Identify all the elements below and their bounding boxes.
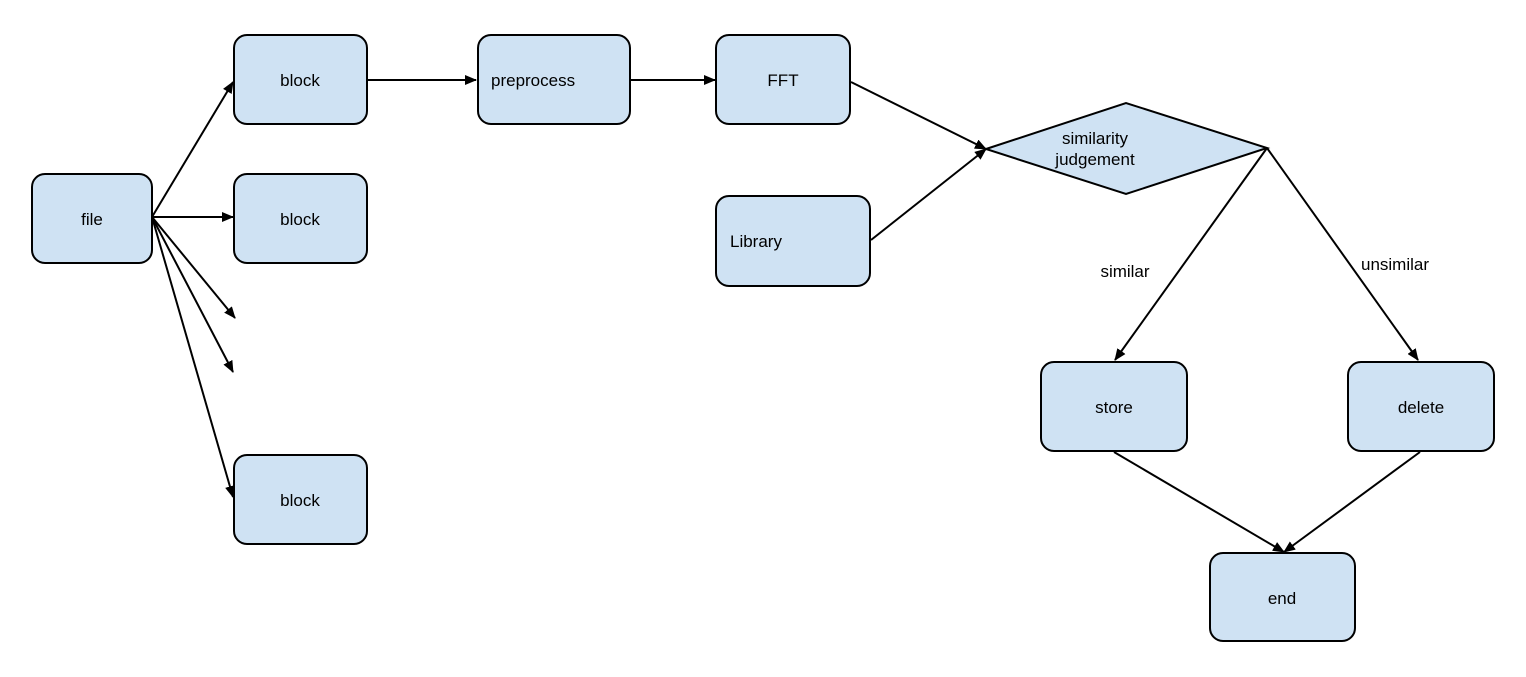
node-store-label: store	[1095, 398, 1133, 417]
edge-fft-to-similarity	[850, 81, 987, 150]
node-fft: FFT	[715, 34, 851, 125]
node-file-box	[31, 173, 153, 264]
edge-file-to-unlabeled-2	[151, 216, 234, 373]
node-fft-box	[715, 34, 851, 125]
node-preprocess: preprocess	[477, 34, 631, 125]
node-block-mid-label: block	[280, 210, 320, 229]
node-block-mid: block	[233, 173, 368, 264]
node-block-top-label: block	[280, 71, 320, 90]
node-library-label: Library	[730, 232, 782, 251]
node-similarity-diamond	[982, 101, 1271, 196]
node-library: Library	[715, 195, 871, 287]
node-similarity-label-line2: judgement	[1054, 150, 1135, 169]
node-block-bottom-box	[233, 454, 368, 545]
node-similarity-label-line1: similarity	[1062, 129, 1129, 148]
edge-label-unsimilar: unsimilar	[1361, 255, 1429, 274]
node-block-mid-box	[233, 173, 368, 264]
edge-file-to-block-top	[151, 81, 234, 218]
node-end-label: end	[1268, 589, 1296, 608]
node-block-top-box	[233, 34, 368, 125]
node-file: file	[31, 173, 153, 264]
node-store: store	[1040, 361, 1188, 452]
edge-library-to-similarity	[870, 148, 987, 241]
edge-store-to-end	[1113, 451, 1285, 553]
node-delete-label: delete	[1398, 398, 1444, 417]
edge-delete-to-end	[1283, 451, 1421, 553]
edge-similarity-to-delete	[1266, 147, 1419, 361]
edge-similarity-to-store	[1114, 147, 1268, 361]
edge-file-to-unlabeled-1	[151, 216, 236, 319]
node-preprocess-label: preprocess	[491, 71, 575, 90]
edge-label-similar: similar	[1100, 262, 1149, 281]
node-store-box	[1040, 361, 1188, 452]
node-similarity-judgement: similarity judgement	[982, 101, 1271, 196]
node-file-label: file	[81, 210, 103, 229]
edge-file-to-block-bottom	[151, 216, 235, 498]
node-block-top: block	[233, 34, 368, 125]
node-fft-label: FFT	[767, 71, 798, 90]
node-block-bottom: block	[233, 454, 368, 545]
node-library-box	[715, 195, 871, 287]
node-end-box	[1209, 552, 1356, 642]
edges	[151, 75, 1421, 553]
node-block-bottom-label: block	[280, 491, 320, 510]
node-preprocess-box	[477, 34, 631, 125]
node-delete-box	[1347, 361, 1495, 452]
node-end: end	[1209, 552, 1356, 642]
node-delete: delete	[1347, 361, 1495, 452]
